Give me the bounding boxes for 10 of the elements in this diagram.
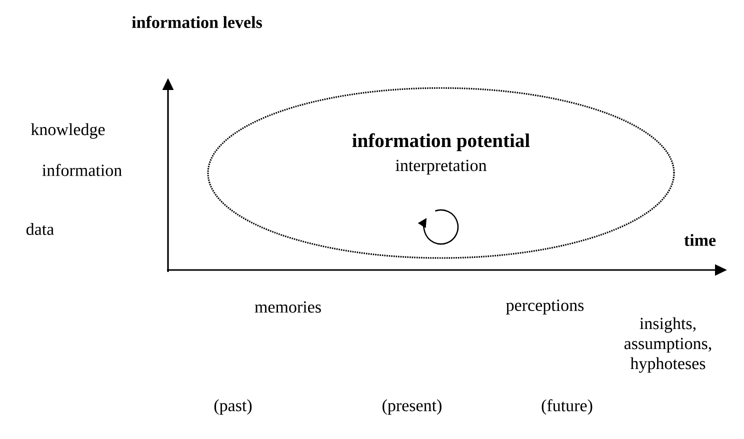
axis-label: information levels [132,16,262,28]
axis-value-label: (future) [542,399,592,415]
axis-value-label: (past) [214,399,252,415]
axis-value-label: (present) [382,399,442,415]
axis-value-label: data [26,223,54,235]
axis-value-label: memories [254,301,321,313]
axis-value-label: perceptions [506,300,584,314]
axis-value-label: information [42,164,122,176]
axis-value-label: insights, assumptions, hyphoteses [624,317,712,373]
axis-value-label: knowledge [31,123,105,139]
